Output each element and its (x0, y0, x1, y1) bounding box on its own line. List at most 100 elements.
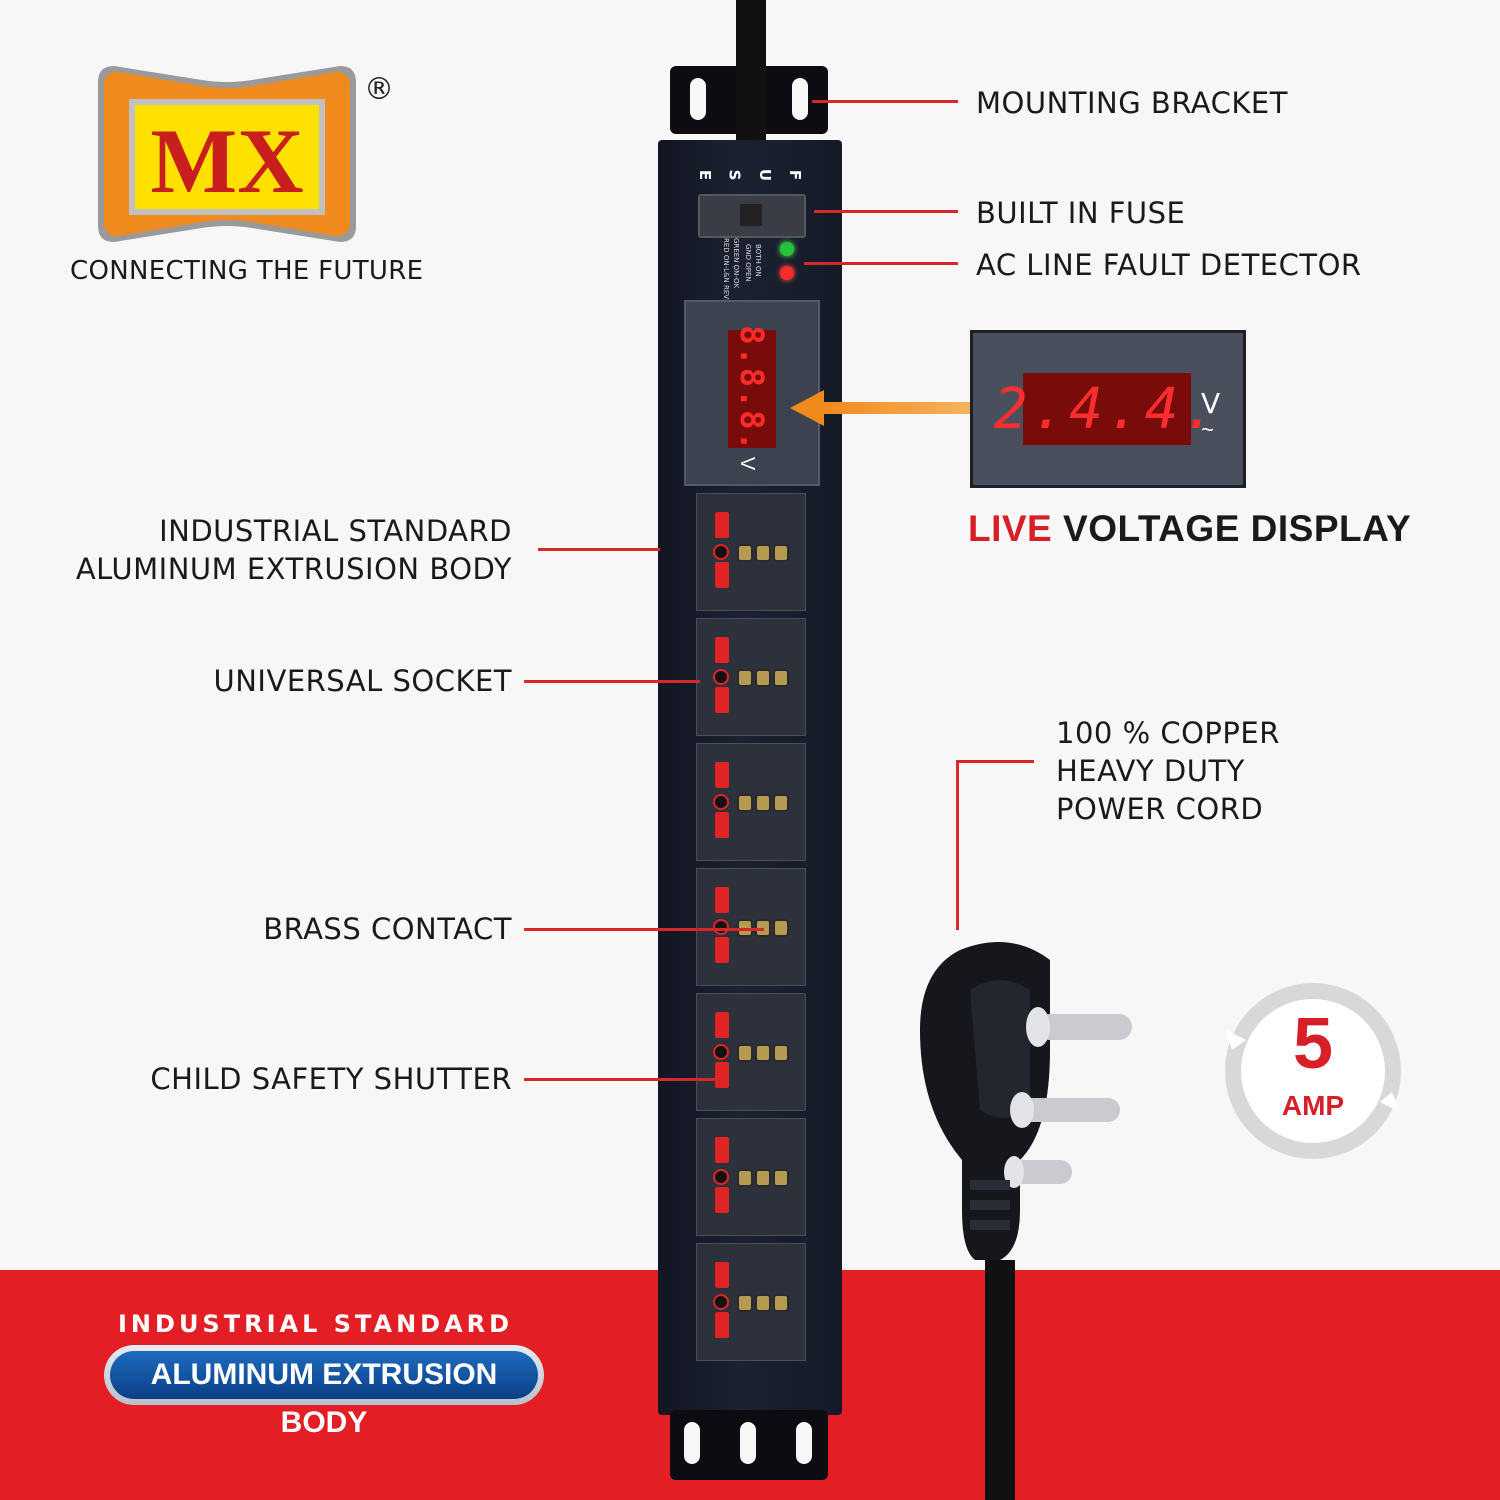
fuse-letter: E (696, 169, 715, 181)
circular-arrows-icon (1225, 983, 1401, 1159)
label-child-safety: CHILD SAFETY SHUTTER (150, 1062, 512, 1096)
leader-line (812, 100, 958, 103)
socket-earth-hole (713, 919, 729, 935)
leader-line (956, 760, 959, 930)
leader-line (814, 210, 958, 213)
red-led-icon (780, 266, 794, 280)
brass-contact (773, 794, 789, 812)
brass-contact (737, 794, 753, 812)
leader-line (524, 1078, 720, 1081)
socket-earth-hole (713, 1044, 729, 1060)
leader-line (956, 760, 1034, 763)
label-mounting-bracket: MOUNTING BRACKET (976, 86, 1288, 120)
aluminum-pill-badge: ALUMINUM EXTRUSION BODY (104, 1345, 544, 1439)
brass-contact (755, 794, 771, 812)
fuse-letter: F (785, 169, 804, 181)
mounting-bracket-bottom (670, 1410, 828, 1480)
socket-shutter-top (715, 1262, 729, 1288)
leader-line (538, 548, 660, 551)
plug-icon (920, 942, 1132, 1260)
universal-socket[interactable] (696, 993, 806, 1111)
label-copper-line2: HEAVY DUTY (1056, 754, 1245, 788)
amp-value: 5 (1292, 1004, 1334, 1084)
universal-socket[interactable] (696, 618, 806, 736)
socket-shutter-bottom (715, 562, 729, 588)
brass-contact (755, 544, 771, 562)
bottom-industrial-standard: INDUSTRIAL STANDARD (118, 1310, 514, 1338)
label-ac-line-fault: AC LINE FAULT DETECTOR (976, 248, 1362, 282)
socket-shutter-top (715, 762, 729, 788)
power-cord-bottom (985, 1260, 1015, 1500)
voltage-unit: V (1201, 387, 1221, 420)
socket-earth-hole (713, 669, 729, 685)
brass-contact (755, 1294, 771, 1312)
label-universal-socket: UNIVERSAL SOCKET (213, 664, 512, 698)
leader-line (524, 680, 700, 683)
label-industrial-line1: INDUSTRIAL STANDARD (159, 514, 512, 548)
socket-earth-hole (713, 544, 729, 560)
socket-shutter-top (715, 637, 729, 663)
fuse-letter: U (755, 168, 774, 182)
brass-contact (755, 1044, 771, 1062)
voltage-reading: 2.4.4. (994, 373, 1216, 445)
fuse-holder[interactable] (698, 194, 806, 238)
brass-contact (773, 1294, 789, 1312)
live-voltage-panel: 2.4.4. V ~ (970, 330, 1246, 488)
universal-socket[interactable] (696, 868, 806, 986)
title-live: LIVE (968, 508, 1053, 549)
amp-badge: 5 AMP (1222, 980, 1404, 1162)
universal-socket[interactable] (696, 1243, 806, 1361)
leader-line (524, 928, 764, 931)
socket-shutter-top (715, 512, 729, 538)
universal-socket[interactable] (696, 1118, 806, 1236)
amp-unit: AMP (1281, 1090, 1345, 1121)
indicator-text: GND OPEN (744, 244, 752, 282)
brass-contact (773, 669, 789, 687)
brass-contact (773, 1044, 789, 1062)
ac-tilde-icon: ~ (1201, 417, 1214, 442)
label-brass-contact: BRASS CONTACT (263, 912, 512, 946)
label-industrial-line2: ALUMINUM EXTRUSION BODY (75, 552, 512, 586)
pill-text: ALUMINUM EXTRUSION BODY (110, 1351, 538, 1439)
socket-shutter-top (715, 1137, 729, 1163)
socket-shutter-top (715, 887, 729, 913)
title-rest: VOLTAGE DISPLAY (1052, 508, 1412, 549)
brass-contact (773, 1169, 789, 1187)
socket-shutter-bottom (715, 1062, 729, 1088)
fuse-letter: S (725, 169, 744, 181)
socket-shutter-bottom (715, 812, 729, 838)
socket-shutter-bottom (715, 937, 729, 963)
brass-contact (773, 919, 789, 937)
socket-shutter-bottom (715, 687, 729, 713)
brass-contact (737, 544, 753, 562)
fuse-letters: E S U F (696, 166, 804, 184)
socket-earth-hole (713, 794, 729, 810)
brass-contact (755, 669, 771, 687)
brass-contact (737, 1169, 753, 1187)
brass-contact (737, 1294, 753, 1312)
meter-digits: 8.8.8. (728, 325, 776, 453)
label-copper-line1: 100 % COPPER (1056, 716, 1280, 750)
universal-socket[interactable] (696, 743, 806, 861)
tagline: CONNECTING THE FUTURE (70, 256, 424, 286)
arrow-icon (790, 390, 972, 426)
green-led-icon (780, 242, 794, 256)
voltage-meter: 8.8.8. V (684, 300, 820, 486)
registered-mark: ® (364, 72, 394, 107)
socket-shutter-bottom (715, 1187, 729, 1213)
brass-contact (755, 1169, 771, 1187)
socket-earth-hole (713, 1294, 729, 1310)
socket-shutter-top (715, 1012, 729, 1038)
universal-socket[interactable] (696, 493, 806, 611)
brass-contact (737, 669, 753, 687)
mx-logo: MX (98, 66, 356, 242)
label-copper-line3: POWER CORD (1056, 792, 1264, 826)
brass-contact (773, 544, 789, 562)
indicator-text: BOTH ON (754, 244, 762, 277)
logo-text: MX (150, 110, 303, 212)
indicator-text: GREEN ON-OK (732, 238, 740, 289)
socket-earth-hole (713, 1169, 729, 1185)
label-built-in-fuse: BUILT IN FUSE (976, 196, 1186, 230)
socket-shutter-bottom (715, 1312, 729, 1338)
